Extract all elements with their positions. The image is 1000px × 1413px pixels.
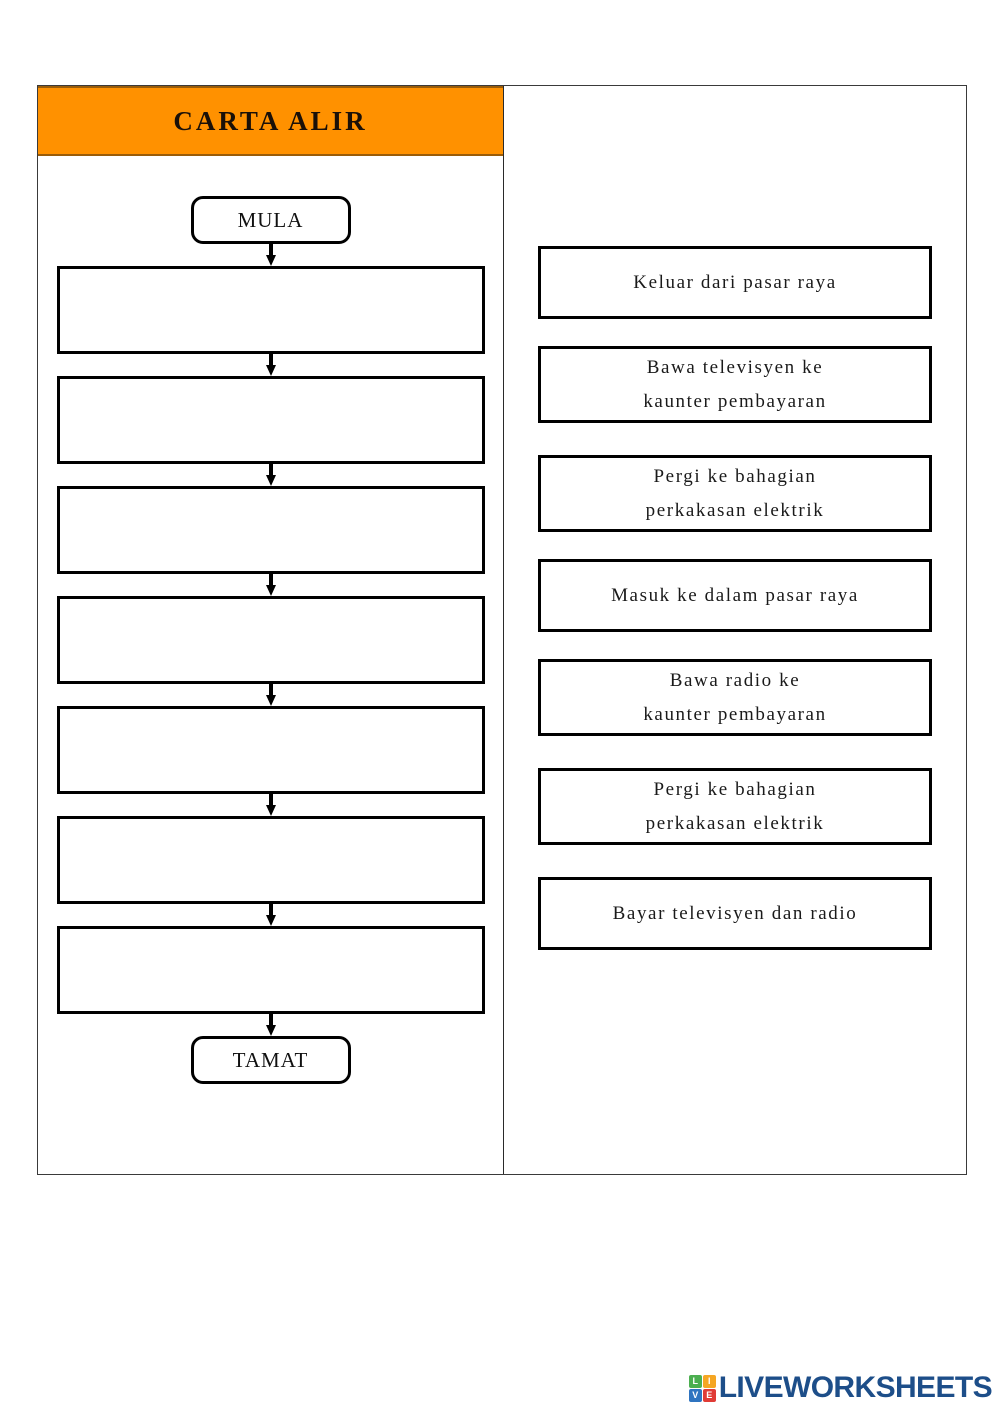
arrow-down-icon [265, 794, 276, 816]
logo-tile-v: V [688, 1388, 702, 1402]
answer-option-7[interactable]: Bayar televisyen dan radio [538, 877, 932, 950]
arrow-down-icon [265, 464, 276, 486]
arrow-down-icon [265, 574, 276, 596]
answer-option-line: perkakasan elektrik [645, 499, 825, 521]
answer-option-line: Masuk ke dalam pasar raya [611, 584, 859, 606]
arrow-stem [268, 464, 273, 477]
answer-option-6[interactable]: Pergi ke bahagian perkakasan elektrik [538, 768, 932, 845]
flowchart-blank-step-3[interactable] [56, 486, 485, 574]
answer-option-4[interactable]: Masuk ke dalam pasar raya [538, 559, 932, 632]
answer-option-5[interactable]: Bawa radio ke kaunter pembayaran [538, 659, 932, 736]
arrow-head [265, 915, 276, 926]
arrow-down-icon [265, 354, 276, 376]
arrow-stem [268, 904, 273, 917]
flowchart-blank-step-6[interactable] [56, 816, 485, 904]
answer-option-3[interactable]: Pergi ke bahagian perkakasan elektrik [538, 455, 932, 532]
logo-tile-i: I [702, 1374, 716, 1388]
arrow-down-icon [265, 904, 276, 926]
arrow-head [265, 365, 276, 376]
flowchart-blank-step-2[interactable] [56, 376, 485, 464]
flowchart-column: CARTA ALIR MULA [38, 86, 504, 1174]
arrow-head [265, 805, 276, 816]
liveworksheets-logo-icon: L I V E [688, 1374, 716, 1402]
arrow-stem [268, 244, 273, 257]
answer-option-line: Pergi ke bahagian [653, 779, 817, 801]
arrow-head [265, 255, 276, 266]
arrow-stem [268, 1014, 273, 1027]
answer-option-line: Bayar televisyen dan radio [612, 902, 858, 924]
answer-bank: Keluar dari pasar raya Bawa televisyen k… [504, 86, 966, 950]
flowchart-blank-step-5[interactable] [56, 706, 485, 794]
page-title: CARTA ALIR [173, 105, 368, 136]
flowchart-end-terminator: TAMAT [190, 1036, 351, 1084]
answer-option-line: Pergi ke bahagian [653, 466, 817, 488]
arrow-head [265, 1025, 276, 1036]
logo-tile-e: E [702, 1388, 716, 1402]
answer-option-line: kaunter pembayaran [643, 390, 827, 412]
logo-tile-l: L [688, 1374, 702, 1388]
arrow-stem [268, 354, 273, 367]
flowchart: MULA [38, 156, 503, 1084]
answer-option-2[interactable]: Bawa televisyen ke kaunter pembayaran [538, 346, 932, 423]
answer-option-line: perkakasan elektrik [645, 812, 825, 834]
arrow-stem [268, 574, 273, 587]
worksheet-table: CARTA ALIR MULA [37, 85, 967, 1175]
flowchart-start-terminator: MULA [190, 196, 351, 244]
arrow-down-icon [265, 684, 276, 706]
flowchart-blank-step-7[interactable] [56, 926, 485, 1014]
answer-option-line: Keluar dari pasar raya [633, 271, 837, 293]
arrow-head [265, 695, 276, 706]
flowchart-blank-step-1[interactable] [56, 266, 485, 354]
arrow-head [265, 475, 276, 486]
logo-wordmark: LIVEWORKSHEETS [718, 1371, 993, 1404]
flowchart-blank-step-4[interactable] [56, 596, 485, 684]
arrow-down-icon [265, 244, 276, 266]
answer-option-line: Bawa televisyen ke [646, 357, 824, 379]
answer-option-1[interactable]: Keluar dari pasar raya [538, 246, 932, 319]
answer-option-line: Bawa radio ke [669, 670, 801, 692]
arrow-head [265, 585, 276, 596]
arrow-stem [268, 794, 273, 807]
header-banner: CARTA ALIR [38, 86, 503, 156]
arrow-stem [268, 684, 273, 697]
answer-option-line: kaunter pembayaran [643, 703, 827, 725]
liveworksheets-logo: L I V E LIVEWORKSHEETS [688, 1371, 993, 1405]
answer-bank-column: Keluar dari pasar raya Bawa televisyen k… [504, 86, 966, 1174]
arrow-down-icon [265, 1014, 276, 1036]
